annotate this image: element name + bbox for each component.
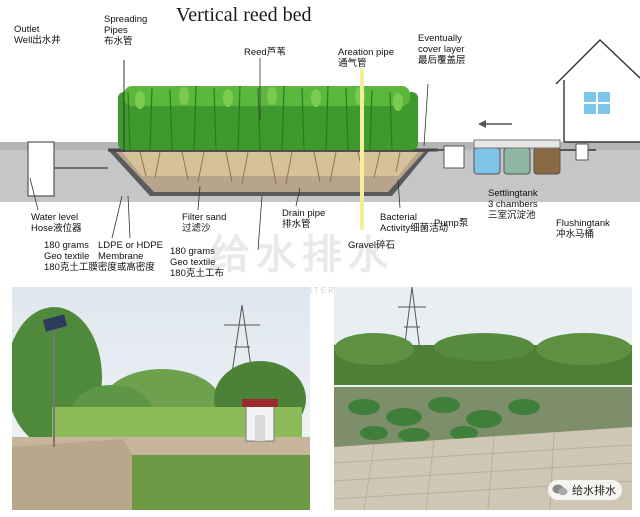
wechat-icon <box>552 484 568 496</box>
photo-reed-bed-site <box>12 287 310 510</box>
filter-sand-layer <box>122 152 418 176</box>
settling-tank-2 <box>503 147 531 175</box>
photo-lotus-pond-site-image <box>334 287 632 510</box>
settling-tank-3 <box>533 147 561 175</box>
reeds <box>118 85 418 151</box>
reed-roots <box>139 151 401 185</box>
house-window <box>584 92 610 114</box>
photo-lotus-pond-site: 给水排水 <box>334 287 632 510</box>
settling-tank-1 <box>473 147 501 175</box>
outlet-well <box>27 141 55 197</box>
label-reed: Reed芦苇 <box>244 47 286 58</box>
photo-reed-bed-site-image <box>12 287 310 510</box>
house <box>555 39 640 143</box>
label-pump: Pump泵 <box>434 218 469 229</box>
flushing-tank <box>575 143 589 161</box>
reed-bed-cross-section <box>0 39 640 251</box>
watermark: 给水排水 <box>210 232 394 278</box>
label-gravel: Gravel碎石 <box>348 240 395 251</box>
wechat-badge: 给水排水 <box>548 480 622 500</box>
badge-text: 给水排水 <box>572 485 616 497</box>
watermark-sub: WATER & WASTEWATER ENGINEERING <box>206 286 419 295</box>
diagram-title: Vertical reed bed <box>176 4 312 26</box>
pump-box <box>443 145 465 169</box>
